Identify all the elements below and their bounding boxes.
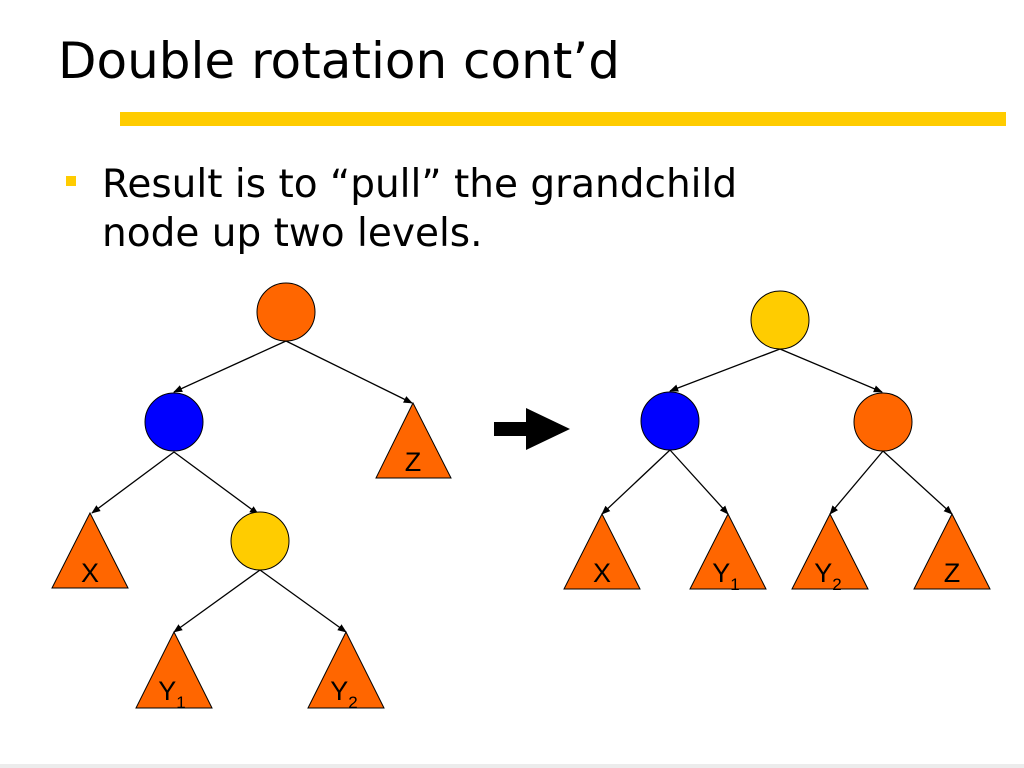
edge-yellow-to-y2 <box>259 569 347 633</box>
before-subtree-y1 <box>135 630 213 709</box>
after-subtree-y1-label: Y1 <box>712 558 739 594</box>
edge-root-to-blue <box>173 340 287 393</box>
bullet-line-2: node up two levels. <box>102 211 483 256</box>
before-subtree-y2-label: Y2 <box>330 676 357 712</box>
before-tree: Z X Y1 Y2 <box>51 282 452 712</box>
edge-blue-to-x <box>601 449 671 515</box>
after-subtree-x-label: X <box>593 558 611 588</box>
bullet-text: Result is to “pull” the grandchild node … <box>102 160 902 258</box>
edge-orange-to-y2 <box>829 450 884 515</box>
edge-yellow-to-blue <box>669 348 781 392</box>
before-blue-node <box>144 392 204 452</box>
edge-blue-to-x <box>91 451 175 514</box>
after-subtree-y1 <box>689 512 767 590</box>
after-tree: X Y1 Y2 Z <box>563 290 991 594</box>
title-underline-bar <box>120 112 1006 126</box>
edge-blue-to-y1 <box>669 449 729 515</box>
edge-yellow-to-y1 <box>173 569 261 633</box>
bullet-square-icon <box>66 176 76 186</box>
before-subtree-z-label: Z <box>405 447 422 477</box>
after-subtree-y2 <box>791 512 869 590</box>
before-root-node <box>256 282 316 342</box>
after-subtree-z-label: Z <box>944 558 961 588</box>
edge-root-to-z <box>285 340 413 404</box>
after-root-yellow-node <box>750 290 810 350</box>
before-subtree-z <box>375 401 452 479</box>
after-subtree-y2-label: Y2 <box>814 558 841 594</box>
after-orange-node <box>853 392 913 452</box>
after-subtree-z <box>913 512 991 590</box>
slide-title: Double rotation cont’d <box>58 32 621 90</box>
before-subtree-x-label: X <box>81 558 99 588</box>
right-arrow-icon <box>494 408 570 450</box>
before-subtree-y1-label: Y1 <box>158 676 185 712</box>
edge-orange-to-z <box>882 450 953 515</box>
after-subtree-x <box>563 512 641 590</box>
before-subtree-y2 <box>307 630 385 709</box>
before-subtree-x <box>51 511 129 589</box>
bullet-line-1: Result is to “pull” the grandchild <box>102 162 738 207</box>
before-yellow-node <box>230 511 290 571</box>
edge-blue-to-yellow <box>173 451 259 515</box>
edge-yellow-to-orange <box>779 348 883 393</box>
slide-footer-divider <box>0 764 1024 768</box>
after-blue-node <box>640 391 700 451</box>
